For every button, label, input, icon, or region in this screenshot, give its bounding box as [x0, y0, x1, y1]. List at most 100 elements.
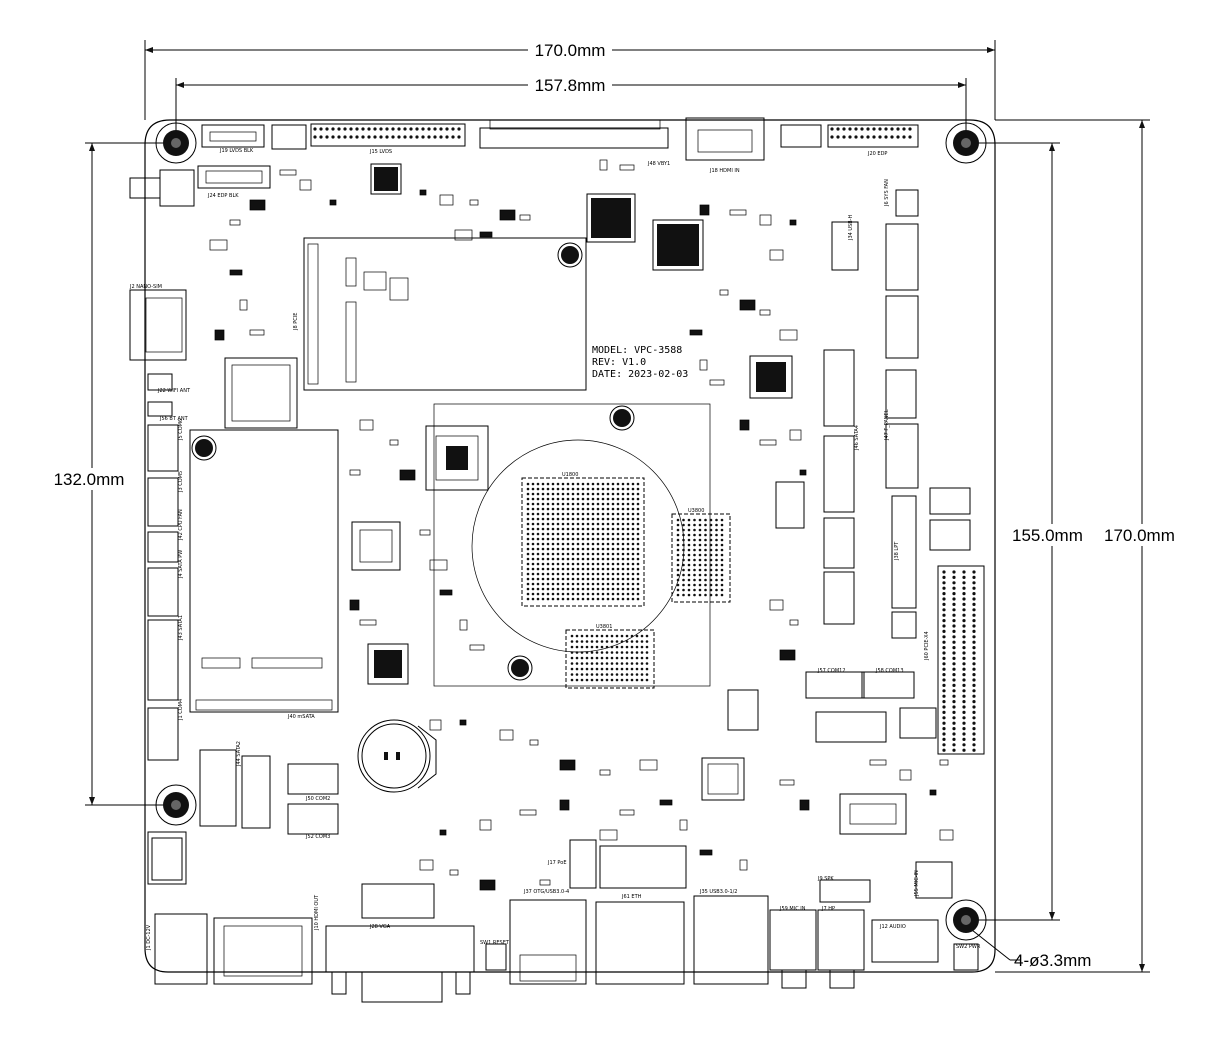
connector-label: J12 AUDIO	[879, 924, 906, 930]
ram-ball	[720, 523, 724, 527]
soc-ball	[561, 507, 565, 511]
pcie-pin	[972, 716, 976, 720]
ram-ball	[615, 662, 619, 665]
soc-ball	[556, 527, 560, 531]
connector-usb-h	[831, 221, 859, 271]
soc-ball	[531, 492, 535, 496]
smd-part	[739, 859, 748, 871]
edp-pin	[860, 135, 864, 139]
soc-ball	[531, 557, 535, 561]
pcie-pin	[942, 619, 946, 623]
soc-ball	[626, 592, 630, 596]
ram-ball	[605, 673, 609, 676]
ram-ball	[676, 553, 680, 557]
soc-ball	[541, 522, 545, 526]
ram-ball	[693, 568, 696, 572]
connector-label: J44 SATA2	[236, 741, 242, 767]
connector-j21	[780, 124, 822, 148]
pcie-pin	[952, 646, 956, 650]
ram-ball	[687, 518, 691, 522]
pcie-pin	[952, 624, 956, 628]
soc-ball	[531, 502, 535, 506]
pcie-pin	[972, 683, 976, 688]
connector-poe	[569, 839, 597, 889]
ram-ball	[645, 640, 649, 643]
soc-ball	[616, 552, 620, 556]
smd-part	[899, 769, 912, 781]
soc-ball	[541, 517, 545, 521]
connector-label: J28 VGA	[369, 924, 391, 930]
smd-part	[619, 164, 635, 171]
ram-ball	[620, 673, 624, 676]
ram-ball	[687, 568, 691, 572]
soc-ball	[611, 552, 615, 556]
ram-ball	[645, 656, 649, 660]
soc-ball	[626, 572, 630, 576]
soc-ball	[606, 552, 610, 556]
pcie-pin	[962, 586, 966, 590]
soc-ball	[596, 507, 600, 511]
soc-ball	[556, 547, 560, 551]
slot-pcie-x4	[937, 565, 985, 755]
ram-ball	[698, 563, 702, 567]
ram-ball	[676, 578, 680, 582]
connector-label: J40 mSATA	[287, 714, 315, 720]
soc-ball	[561, 497, 565, 501]
soc-ball	[606, 557, 610, 561]
ram-ball	[693, 518, 696, 522]
ram-ball	[682, 528, 685, 532]
ram-ball	[630, 667, 634, 671]
ram-ball	[687, 548, 691, 552]
soc-ball	[536, 527, 540, 531]
soc-ball	[586, 522, 590, 526]
connector-bt-ant	[147, 401, 173, 417]
soc-ball	[596, 557, 600, 561]
ram-ball	[698, 533, 702, 537]
ram-ball	[605, 678, 609, 682]
connector-label: J55 MIC-IN	[914, 870, 920, 897]
soc-ball	[561, 552, 565, 556]
ram-ball	[704, 518, 707, 522]
smd-part	[689, 329, 703, 336]
soc-ball	[536, 537, 540, 541]
pcie-pin	[962, 651, 966, 655]
ram-ball	[615, 651, 619, 654]
ram-ball	[595, 645, 599, 649]
soc-ball	[581, 587, 585, 591]
soc-ball	[536, 572, 540, 576]
ram-ball	[615, 634, 619, 638]
board-outline	[144, 119, 996, 973]
ram-ball	[687, 553, 691, 557]
soc-ball	[626, 557, 630, 561]
lvds-pin	[355, 135, 359, 139]
soc-ball	[606, 512, 610, 516]
soc-ball	[536, 562, 540, 566]
soc-ball	[631, 537, 635, 541]
connector-sys-fan	[895, 189, 919, 217]
smd-part	[454, 229, 473, 241]
soc-ball	[591, 547, 595, 551]
connector-label: J35 USB3.0-1/2	[699, 889, 738, 895]
ram-ball	[625, 656, 629, 660]
soc-ball	[631, 592, 635, 596]
pcie-pin	[972, 727, 976, 731]
ram-ball	[682, 558, 685, 562]
dimension-label-width-holes: 157.8mm	[535, 76, 606, 95]
ram-ball	[575, 656, 579, 660]
pcie-pin	[962, 727, 966, 731]
connector-usb-7	[775, 481, 805, 529]
ram-ball	[682, 563, 685, 567]
soc-ball	[631, 517, 635, 521]
model-info-date: DATE: 2023-02-03	[592, 369, 688, 380]
pcie-pin	[972, 737, 976, 742]
pcie-pin	[952, 727, 956, 731]
soc-ball	[546, 547, 550, 551]
connector-label: J48 VBY1	[647, 161, 670, 167]
soc-ball	[616, 597, 620, 601]
chip-lan	[701, 757, 745, 801]
ram-ball	[640, 640, 644, 643]
soc-ball	[576, 517, 580, 521]
ram-ball	[720, 538, 724, 542]
soc-ball	[566, 562, 570, 566]
connector-vby1	[479, 127, 669, 149]
